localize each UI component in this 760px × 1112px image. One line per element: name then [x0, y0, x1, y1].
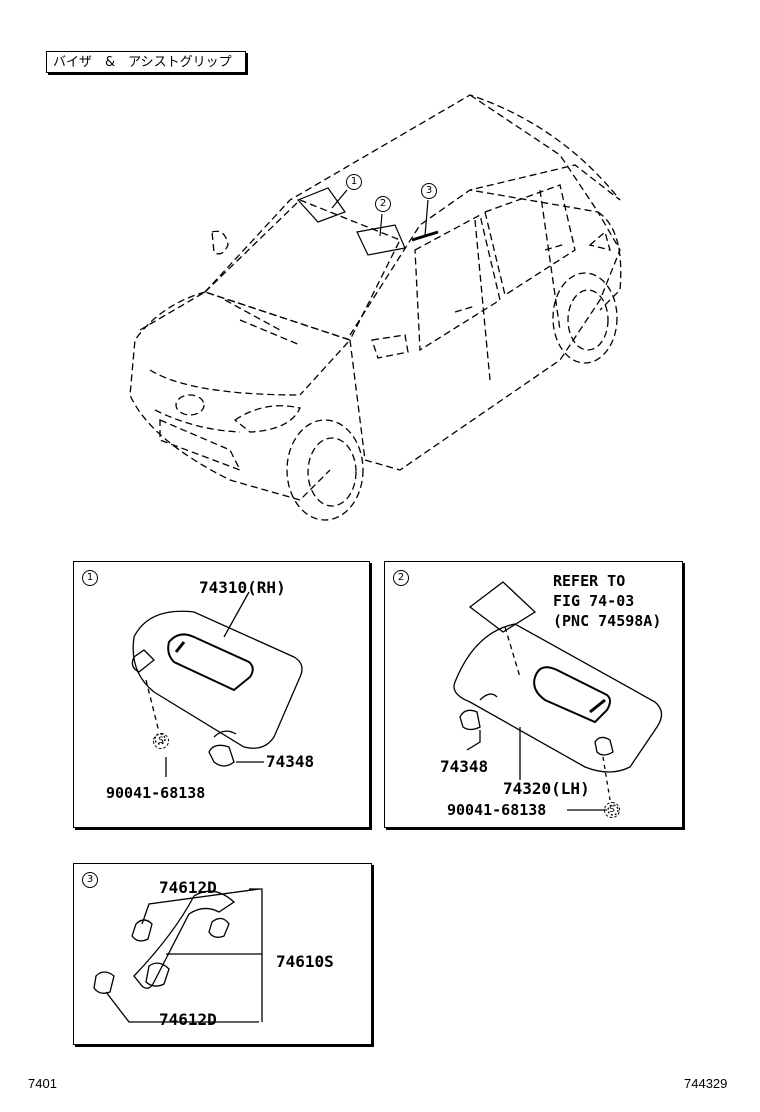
- panel-assist-grip: 74612D 74610S 74612D 3: [73, 863, 372, 1045]
- callout-3: 3: [421, 183, 437, 199]
- panel-rh-visor: 74310(RH) 74348 90041-68138 1: [73, 561, 370, 828]
- rh-screw-part-number: 90041-68138: [106, 784, 206, 802]
- lh-screw-part-number: 90041-68138: [447, 801, 547, 819]
- rh-screw-symbol: S: [153, 733, 169, 749]
- lh-clip-part-number: 74348: [440, 757, 489, 776]
- panel-lh-visor: REFER TO FIG 74-03 (PNC 74598A) 74348 74…: [384, 561, 683, 828]
- refer-line-1: REFER TO: [553, 572, 626, 590]
- grip-part-number: 74610S: [276, 952, 334, 971]
- rh-visor-drawing: [131, 591, 303, 777]
- rh-clip-part-number: 74348: [266, 752, 315, 771]
- footer-right-code: 744329: [684, 1076, 728, 1091]
- lh-visor-drawing: [453, 581, 663, 816]
- refer-line-3: (PNC 74598A): [553, 612, 662, 630]
- diagram-title: バイザ & アシストグリップ: [46, 51, 246, 73]
- lh-screw-symbol: S: [604, 802, 620, 818]
- panel-3-index: 3: [82, 872, 98, 888]
- refer-line-2: FIG 74-03: [553, 592, 635, 610]
- car-illustration: [129, 94, 622, 521]
- panel-2-index: 2: [393, 570, 409, 586]
- grip-cover-bottom-part-number: 74612D: [159, 1010, 217, 1029]
- grip-cover-top-part-number: 74612D: [159, 878, 217, 897]
- callout-1: 1: [346, 174, 362, 190]
- lh-visor-part-number: 74320(LH): [503, 779, 590, 798]
- assist-grip-drawing: [93, 888, 263, 1023]
- rh-visor-part-number: 74310(RH): [199, 578, 286, 597]
- footer-left-code: 7401: [28, 1076, 57, 1091]
- callout-2: 2: [375, 196, 391, 212]
- panel-1-index: 1: [82, 570, 98, 586]
